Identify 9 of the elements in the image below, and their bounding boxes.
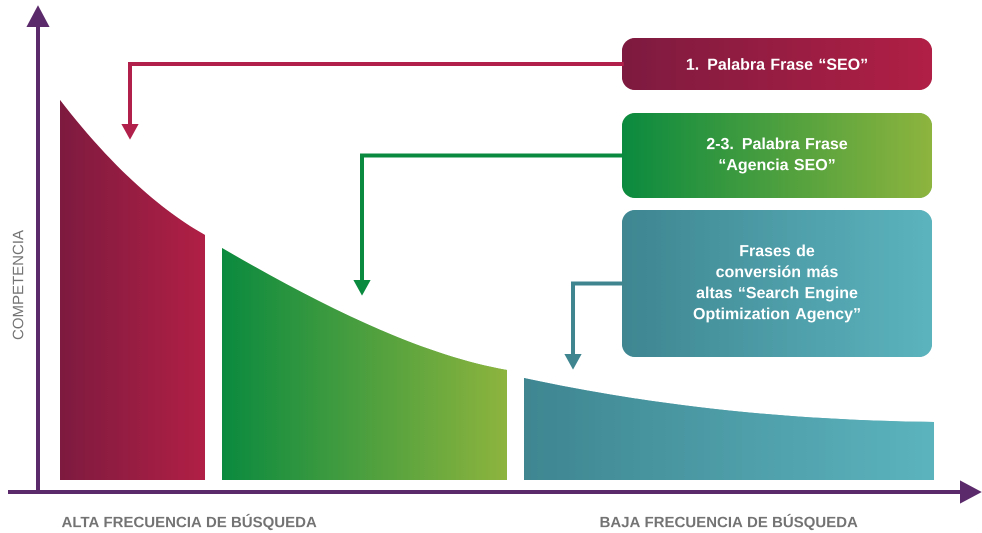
label-box: 1. Palabra Frase “SEO” xyxy=(622,38,932,90)
bar xyxy=(222,248,507,480)
bar xyxy=(60,100,205,480)
axis-label: ALTA FRECUENCIA DE BÚSQUEDA xyxy=(62,514,316,530)
label-box: Frases de conversión más altas “Search Engine Optimization Agency” xyxy=(622,210,932,357)
bar xyxy=(524,378,934,480)
axis-label: COMPETENCIA xyxy=(12,230,24,340)
label-box: 2-3. Palabra Frase “Agencia SEO” xyxy=(622,113,932,198)
axis-label: BAJA FRECUENCIA DE BÚSQUEDA xyxy=(600,514,858,530)
